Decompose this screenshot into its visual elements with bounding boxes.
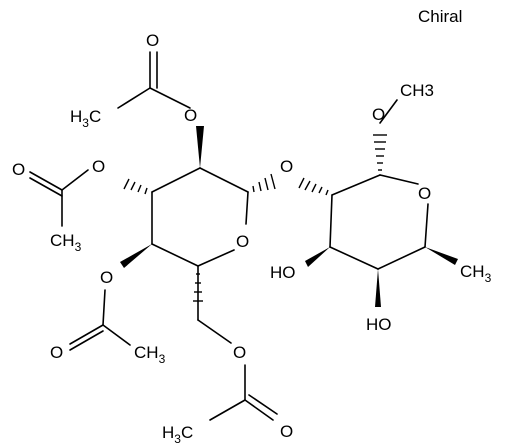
hash-c3p-o [123,178,148,195]
hash-c2-oglyc [298,177,329,196]
bond-c5-oring [424,203,429,248]
bond-oring-c1 [379,174,419,185]
atom-ch3-low: CH3 [134,343,166,366]
chiral-flag: Chiral [418,7,462,26]
hash-c1p-oglyc [252,173,276,193]
wedge-c4p-o [120,244,152,268]
acetyl-low [69,289,131,351]
hash-c1-ome [373,134,387,171]
bond-c1p-oring [245,191,249,225]
atom-o-carbonyl-left: O [12,160,25,179]
acetyl-left [29,169,89,227]
left-ring-bonds [151,167,249,344]
bond-c6p-o6 [197,319,232,344]
acetyl-top [117,51,191,109]
bond-c3-c4 [329,246,379,270]
bond-c5p-c4p [151,243,199,267]
atom-ho-3: HO [270,263,296,282]
bond-oring-c5p [197,249,235,267]
acetyl-bottom [209,364,278,421]
atom-h3c-bottom: H3C [162,423,193,446]
bond-c4-c5 [377,246,426,270]
right-ring-bonds [329,99,429,270]
left-ring-stereo [120,126,276,302]
bond-c3p-c2p [151,167,201,193]
hash-c5p-c6p [193,273,203,302]
wedge-c4-ho [375,269,381,307]
wedge-c5-ch3 [425,247,458,265]
atom-ch3-c5: CH3 [460,262,492,285]
wedge-c3-ho [305,247,330,267]
atom-o-carbonyl-bottom: O [280,422,293,441]
bond-ome-ch3 [379,99,398,124]
wedge-c2p-o [196,126,204,168]
atom-o-methoxy: O [372,105,385,124]
atom-o-ester-c4: O [100,268,113,287]
atom-o-carbonyl-top: O [146,31,159,50]
atom-ho-4: HO [366,315,392,334]
atom-ch3-left: CH3 [50,231,82,254]
bond-c1p-c2p [199,167,249,193]
atom-o-ring-left: O [236,232,249,251]
bond-c1-c2 [331,174,381,196]
right-ring-stereo [298,134,458,307]
bond-c2-c3 [329,194,333,248]
atom-h3c-top: H3C [70,107,101,130]
atom-o-ester-c6: O [233,343,246,362]
atom-o-glycosidic: O [280,157,293,176]
atom-o-ring-right: O [418,184,431,203]
atom-o-ester-c2: O [184,106,197,125]
atom-o-carbonyl-low: O [50,343,63,362]
atom-o-ester-c3: O [92,157,105,176]
atom-ch3-methoxy: CH3 [400,81,434,100]
